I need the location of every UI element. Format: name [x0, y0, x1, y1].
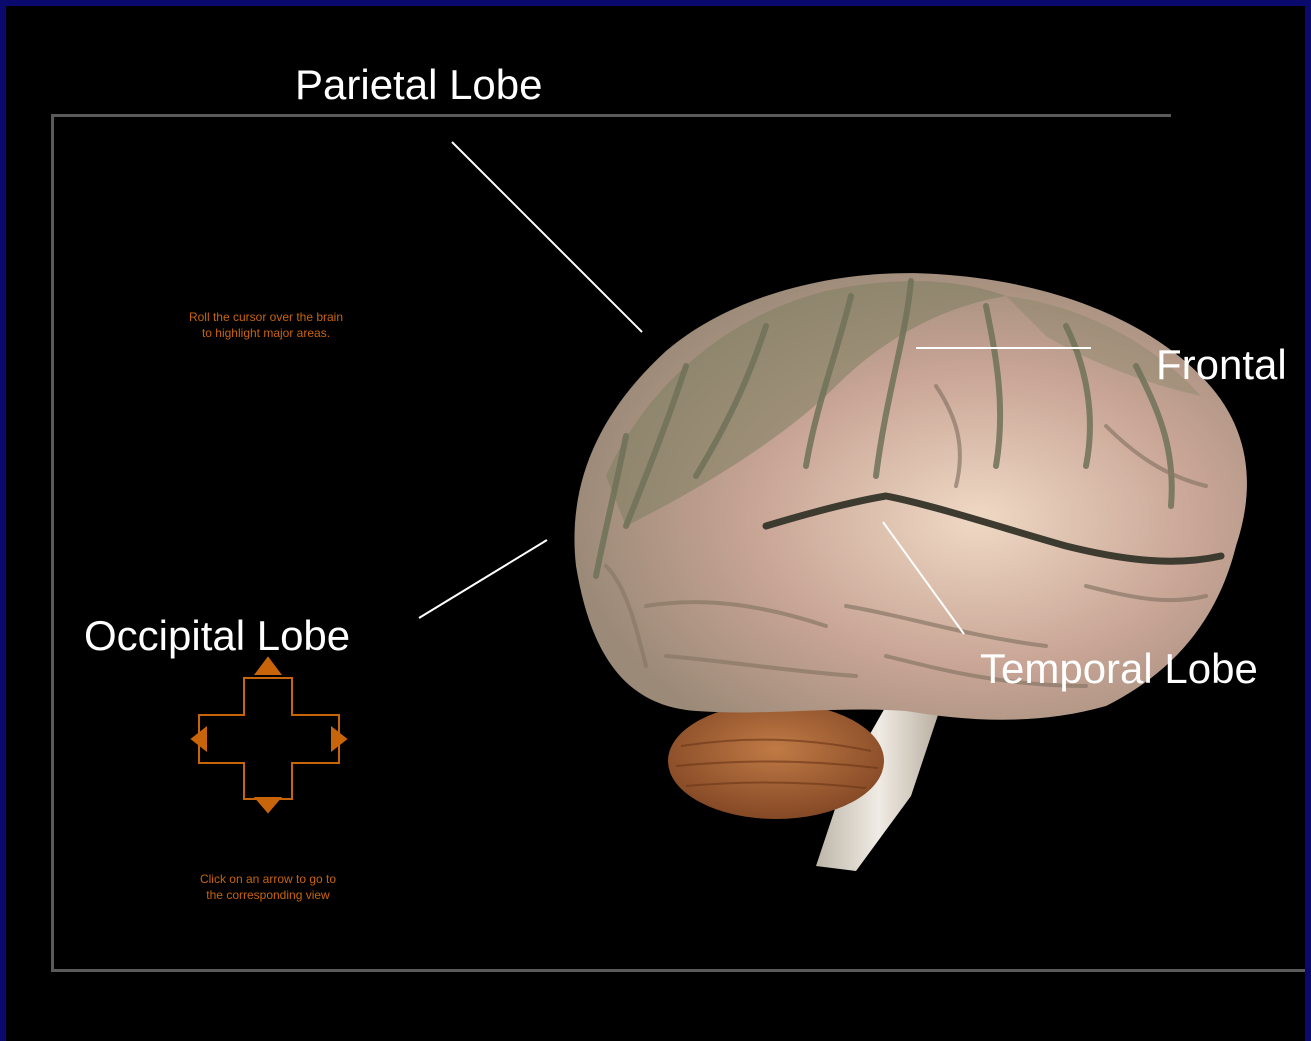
- parietal-pointer: [452, 142, 642, 332]
- occipital-lobe-label: Occipital Lobe: [84, 615, 350, 657]
- temporal-lobe-label: Temporal Lobe: [980, 648, 1258, 690]
- cross-arrows-icon: [192, 658, 346, 812]
- rollover-hint: Roll the cursor over the brain to highli…: [126, 309, 406, 341]
- occipital-pointer: [419, 540, 547, 618]
- frontal-lobe-label: Frontal: [1156, 344, 1287, 386]
- arrow-hint: Click on an arrow to go to the correspon…: [128, 871, 408, 903]
- parietal-lobe-label: Parietal Lobe: [295, 64, 543, 106]
